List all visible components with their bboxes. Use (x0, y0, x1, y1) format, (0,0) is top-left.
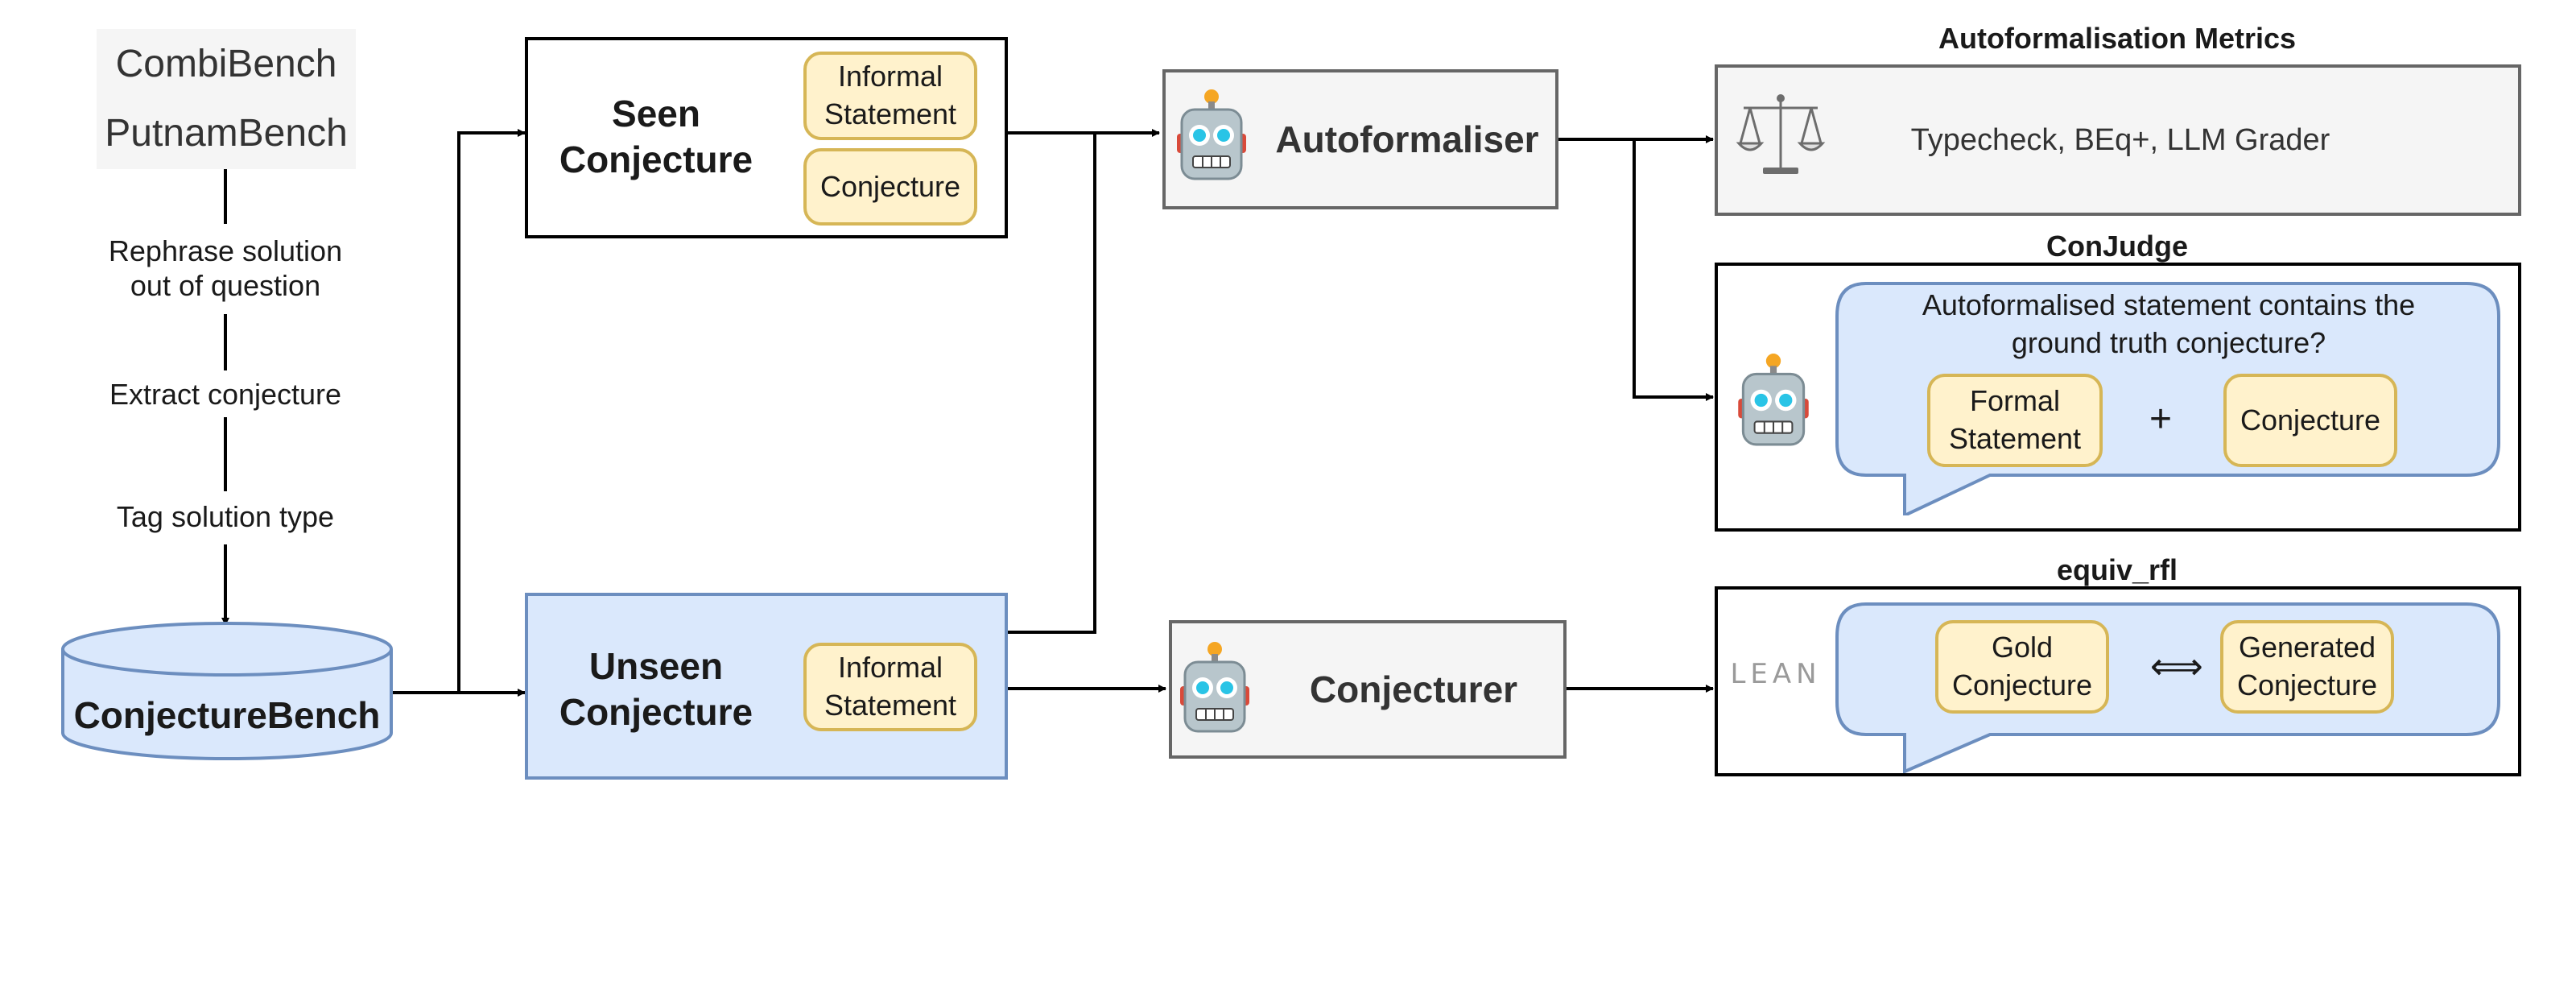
robot-icon (1177, 89, 1246, 180)
conjecturer-label: Conjecturer (1309, 668, 1518, 710)
combibench-label: CombiBench (115, 43, 337, 85)
seen-conjecture-chip: Conjecture (803, 148, 977, 226)
conjudge-question: Autoformalised statement contains the gr… (1922, 288, 2416, 359)
robot-icon (1738, 354, 1809, 446)
conjudge-conjecture-chip: Conjecture (2223, 374, 2397, 467)
equivalence-operator: ⟺ (2150, 644, 2203, 688)
equiv-rfl-box: LEAN Gold Conjecture ⟺ Generated Conject… (1715, 586, 2521, 776)
seen-conjecture-box: Seen Conjecture Informal Statement Conje… (525, 37, 1008, 238)
robot-icon (1180, 642, 1249, 733)
conjecturer-box: Conjecturer (1169, 620, 1567, 759)
step-extract: Extract conjecture (109, 378, 342, 411)
plus-operator: + (2149, 397, 2173, 441)
metrics-title: Autoformalisation Metrics (1938, 22, 2297, 55)
unseen-conjecture-title: Unseen Conjecture (559, 644, 753, 734)
scales-icon (1736, 94, 1826, 174)
conjudge-box: Autoformalised statement contains the gr… (1715, 263, 2521, 532)
conjecturebench-database (61, 622, 393, 760)
gold-conjecture-chip: Gold Conjecture (1935, 620, 2109, 714)
conjudge-title: ConJudge (2046, 230, 2188, 263)
lean-logo: LEAN (1730, 658, 1822, 690)
formal-statement-chip: Formal Statement (1927, 374, 2103, 467)
equiv-rfl-title: equiv_rfl (2056, 553, 2178, 586)
seen-conjecture-title: Seen Conjecture (559, 92, 753, 181)
step-rephrase: Rephrase solution out of question (108, 234, 343, 303)
unseen-conjecture-box: Unseen Conjecture Informal Statement (525, 593, 1008, 780)
autoformaliser-label: Autoformaliser (1275, 118, 1539, 160)
step-tag: Tag solution type (116, 500, 335, 533)
metrics-box: Typecheck, BEq+, LLM Grader (1715, 64, 2521, 216)
metrics-text: Typecheck, BEq+, LLM Grader (1910, 122, 2330, 157)
putnambench-label: PutnamBench (105, 112, 348, 155)
source-benchmarks: CombiBench PutnamBench (97, 29, 356, 169)
autoformaliser-box: Autoformaliser (1162, 69, 1558, 209)
generated-conjecture-chip: Generated Conjecture (2220, 620, 2394, 714)
unseen-informal-statement-chip: Informal Statement (803, 643, 977, 731)
conjecturebench-label: ConjectureBench (73, 694, 381, 736)
seen-informal-statement-chip: Informal Statement (803, 52, 977, 140)
